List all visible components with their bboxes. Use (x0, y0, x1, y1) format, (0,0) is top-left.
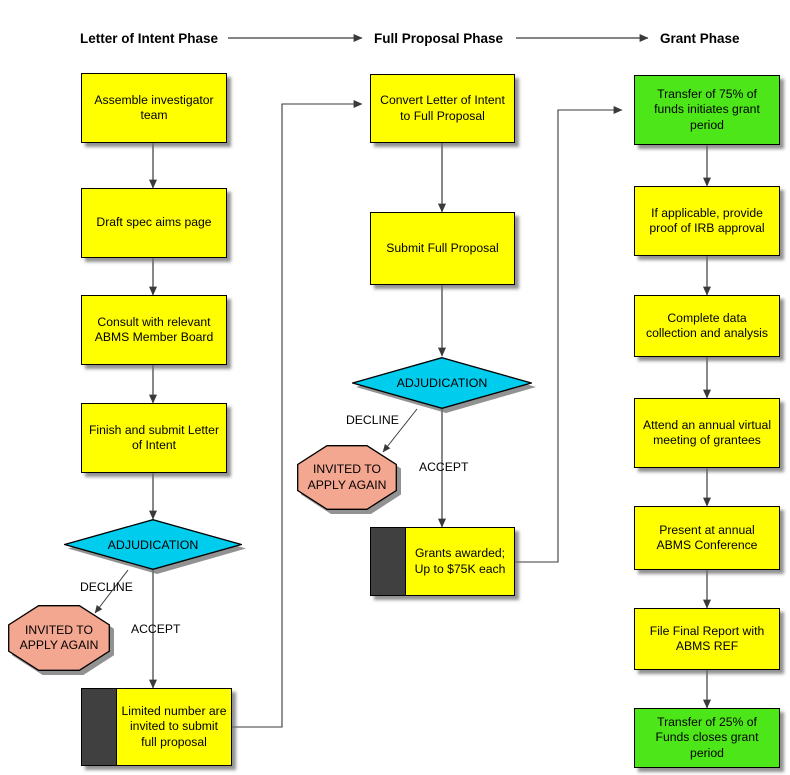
node-transfer-75-percent[interactable]: Transfer of 75% of funds initiates grant… (634, 75, 780, 145)
octagon-face (297, 445, 397, 510)
edge-label-decline-loi: DECLINE (80, 580, 133, 594)
phase-title-letter-of-intent: Letter of Intent Phase (80, 31, 219, 46)
node-convert-letter-to-full-proposal[interactable]: Convert Letter of Intent to Full Proposa… (370, 74, 515, 143)
edge-label-accept-loi: ACCEPT (131, 622, 181, 636)
diamond-outline (64, 519, 242, 570)
node-assemble-investigator-team[interactable]: Assemble investigator team (81, 73, 227, 143)
sidebar-accent (82, 689, 117, 765)
node-adjudication-full-proposal[interactable]: ADJUDICATION (352, 357, 536, 413)
edge-label-accept-full-proposal: ACCEPT (419, 460, 469, 474)
sidebar-accent (371, 528, 406, 595)
node-consult-abms-member-board[interactable]: Consult with relevant ABMS Member Board (81, 295, 227, 365)
node-label: INVITED TO APPLY AGAIN (19, 622, 99, 652)
node-invited-to-apply-again-full-proposal[interactable]: INVITED TO APPLY AGAIN (297, 445, 401, 514)
phase-title-full-proposal: Full Proposal Phase (374, 31, 504, 46)
node-adjudication-loi[interactable]: ADJUDICATION (64, 519, 246, 574)
node-present-at-abms-conference[interactable]: Present at annual ABMS Conference (634, 506, 780, 570)
octagon-outline (8, 605, 110, 671)
node-label: Transfer of 75% of funds initiates grant… (654, 87, 760, 132)
node-file-final-report[interactable]: File Final Report with ABMS REF (634, 608, 780, 670)
node-label: Consult with relevant ABMS Member Board (94, 314, 214, 344)
arrow-loi7-to-fp1 (232, 100, 363, 728)
node-label: Submit Full Proposal (386, 240, 499, 255)
node-submit-full-proposal[interactable]: Submit Full Proposal (370, 212, 515, 285)
node-limited-number-invited-full-proposal[interactable]: Limited number are invited to submit ful… (81, 688, 232, 766)
node-label: INVITED TO APPLY AGAIN (307, 462, 387, 492)
node-label: Finish and submit Letter of Intent (88, 422, 220, 452)
node-label: Complete data collection and analysis (646, 310, 768, 340)
node-label: Assemble investigator team (94, 92, 214, 122)
diamond-outline (352, 357, 532, 409)
node-label: ADJUDICATION (107, 537, 199, 552)
node-label: Attend an annual virtual meeting of gran… (642, 417, 772, 447)
node-transfer-25-percent[interactable]: Transfer of 25% of Funds closes grant pe… (634, 708, 780, 768)
node-label: ADJUDICATION (396, 376, 488, 390)
node-draft-spec-aims-page[interactable]: Draft spec aims page (81, 188, 227, 258)
node-label: Present at annual ABMS Conference (656, 522, 758, 552)
node-grants-awarded[interactable]: Grants awarded; Up to $75K each (370, 527, 515, 596)
node-invited-to-apply-again-loi[interactable]: INVITED TO APPLY AGAIN (8, 605, 114, 675)
node-label: If applicable, provide proof of IRB appr… (649, 205, 765, 235)
node-label: Limited number are invited to submit ful… (121, 704, 227, 749)
node-finish-submit-letter-of-intent[interactable]: Finish and submit Letter of Intent (81, 403, 227, 473)
node-label: Convert Letter of Intent to Full Proposa… (380, 93, 505, 123)
octagon-face (8, 605, 110, 671)
node-label: Grants awarded; Up to $75K each (414, 546, 506, 576)
node-complete-data-collection[interactable]: Complete data collection and analysis (634, 295, 780, 357)
node-proof-of-irb-approval[interactable]: If applicable, provide proof of IRB appr… (634, 186, 780, 256)
arrow-fp5-to-gr1 (515, 106, 623, 563)
node-label: Draft spec aims page (96, 215, 212, 230)
phase-title-grant: Grant Phase (660, 31, 740, 46)
node-attend-annual-virtual-meeting[interactable]: Attend an annual virtual meeting of gran… (634, 398, 780, 468)
edge-label-decline-full-proposal: DECLINE (346, 413, 399, 427)
node-label: File Final Report with ABMS REF (649, 623, 765, 653)
node-label: Transfer of 25% of Funds closes grant pe… (655, 715, 759, 760)
octagon-outline (297, 445, 397, 510)
